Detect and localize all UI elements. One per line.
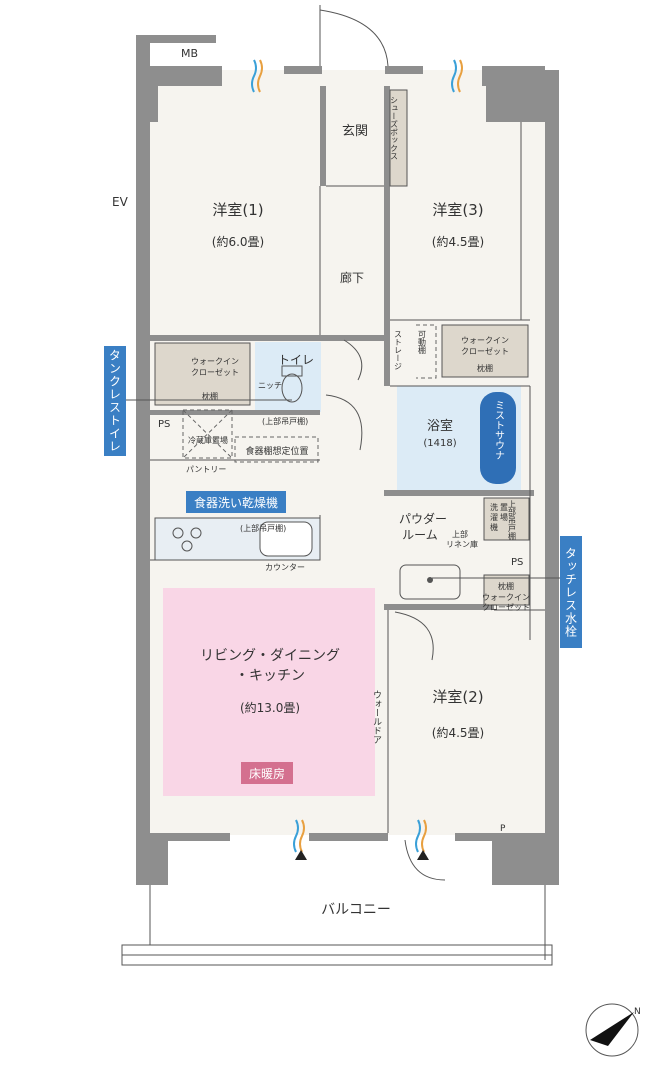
closet3-label-a: ウォークイン	[461, 336, 509, 345]
pantry-label: パントリー	[186, 465, 226, 474]
toilet-label: トイレ	[278, 353, 314, 367]
powder-label-b: ルーム	[402, 528, 438, 542]
closet1-shelf: 枕棚	[202, 391, 218, 401]
p-label: P	[500, 824, 506, 834]
powder-label-a: パウダー	[399, 511, 447, 526]
western2-label: 洋室(2)	[432, 688, 483, 706]
ev-label: EV	[112, 195, 129, 209]
linen-label: リネン庫	[446, 539, 478, 549]
washer-label-e: 場	[500, 512, 508, 522]
closet2-shelf: 枕棚	[498, 581, 514, 591]
bath-label: 浴室	[427, 418, 453, 434]
movable-shelf-label: 可動棚	[418, 330, 427, 355]
faucet-icon	[427, 577, 433, 583]
western3-label: 洋室(3)	[432, 201, 483, 219]
kitchen-upper-cabinet: (上部吊戸棚)	[240, 523, 286, 533]
closet2-label-b: クローゼット	[482, 602, 530, 612]
wall-door-label: ウォールドア	[371, 690, 382, 744]
stove-burner-icon	[181, 540, 193, 552]
window-arrow-icon	[295, 850, 307, 860]
western2-size: (約4.5畳)	[432, 725, 484, 740]
mist-sauna-label: ミストサウナ	[493, 400, 505, 460]
shoe-box-label: シューズボックス	[390, 96, 399, 160]
window-arrow-icon	[417, 850, 429, 860]
balcony-label: バルコニー	[321, 902, 391, 918]
entrance-label: 玄関	[342, 124, 368, 139]
closet2-label-a: ウォークイン	[482, 593, 530, 602]
dish-cabinet-label: 食器棚想定位置	[245, 445, 308, 457]
closet3-label-b: クローゼット	[461, 346, 509, 356]
toilet-icon	[281, 373, 303, 403]
ldk-label-b: ・キッチン	[235, 668, 305, 684]
compass-icon: N	[585, 1003, 641, 1057]
washbasin-icon	[399, 564, 461, 600]
dishwasher-tag: 食器洗い乾燥機	[186, 491, 286, 513]
ps-right-label: PS	[511, 557, 523, 568]
floor-heating-area	[163, 588, 375, 796]
western3-size: (約4.5畳)	[432, 234, 484, 249]
ldk-label-a: リビング・ダイニング	[200, 648, 340, 664]
western1-size: (約6.0畳)	[212, 234, 264, 249]
touchless-faucet-tag: タッチレス水栓	[560, 536, 582, 648]
ventilation-icon	[251, 59, 463, 853]
washer-label-a: 洗	[490, 502, 498, 512]
closet1-label-a: ウォークイン	[191, 357, 239, 366]
closet-blocks	[154, 89, 530, 606]
mb-label: MB	[181, 47, 198, 60]
washer-label-b: 濯	[490, 512, 498, 522]
ldk-size: (約13.0畳)	[240, 700, 300, 715]
floor-heating-tag: 床暖房	[241, 762, 293, 784]
closet1-label-b: クローゼット	[191, 367, 239, 377]
washer-label-d: 置	[500, 503, 508, 512]
fridge-label: 冷蔵庫置場	[188, 435, 228, 445]
stove-burner-icon	[190, 527, 202, 539]
bath-size: (1418)	[423, 438, 456, 449]
niche-label: ニッチ	[258, 381, 282, 390]
balcony-outline	[121, 885, 553, 966]
counter-label: カウンター	[265, 563, 305, 572]
toilet-upper-cabinet: (上部吊戸棚)	[262, 416, 308, 426]
walls	[136, 35, 559, 885]
ps-left-label: PS	[158, 419, 170, 430]
western1-label: 洋室(1)	[212, 201, 263, 219]
mist-sauna-tub	[480, 392, 516, 484]
linen-upper-label: 上部	[452, 529, 468, 539]
washer-label-c: 機	[490, 522, 498, 532]
tankless-toilet-tag: タンクレストイレ	[104, 346, 126, 456]
svg-text:N: N	[634, 1007, 641, 1017]
closet3-shelf: 枕棚	[477, 363, 493, 373]
hallway-label: 廊下	[340, 270, 364, 285]
stove-burner-icon	[172, 527, 184, 539]
sink-icon	[259, 521, 313, 557]
storage-label: ストレージ	[394, 330, 403, 370]
washer-upper-cabinet: 上部吊戸棚	[508, 500, 517, 541]
